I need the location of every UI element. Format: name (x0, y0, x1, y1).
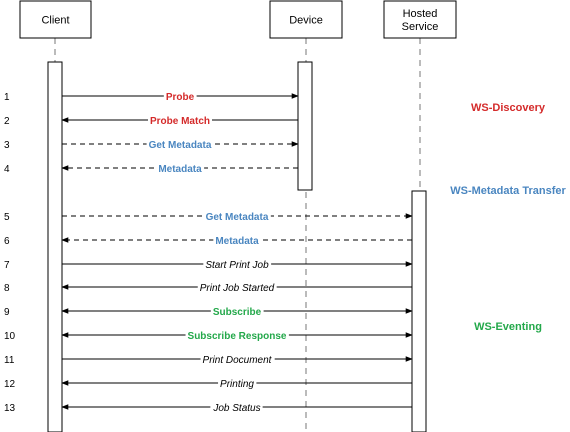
step-number: 3 (4, 140, 10, 151)
step-number: 2 (4, 116, 10, 127)
participant-box (19, 0, 92, 39)
message-label: Print Job Started (200, 283, 275, 294)
message-label: Start Print Job (205, 260, 269, 271)
message-9: Subscribe (61, 307, 413, 318)
message-label: Probe (166, 92, 195, 103)
message-label: Metadata (215, 236, 259, 247)
protocol-group-label: WS-Eventing (474, 321, 542, 333)
message-label: Subscribe (213, 307, 262, 318)
participant-label: Service (402, 21, 439, 33)
message-label: Print Document (203, 355, 273, 366)
message-2: Probe Match (61, 116, 298, 127)
message-10: Subscribe Response (61, 331, 413, 342)
message-label: Job Status (212, 403, 260, 414)
protocol-group-label: WS-Discovery (471, 102, 546, 114)
message-13: Job Status (61, 403, 412, 414)
step-number: 8 (4, 283, 10, 294)
step-number: 13 (4, 403, 16, 414)
step-number: 1 (4, 92, 10, 103)
message-8: Print Job Started (61, 283, 412, 294)
message-label: Subscribe Response (188, 331, 287, 342)
message-1: Probe (62, 92, 299, 103)
participant-device: Device (269, 0, 343, 39)
participant-label: Device (289, 15, 323, 27)
message-label: Probe Match (150, 116, 210, 127)
step-number: 4 (4, 164, 10, 175)
participant-label: Client (41, 15, 69, 27)
step-number: 11 (4, 355, 15, 366)
message-label: Printing (220, 379, 254, 390)
protocol-group-label: WS-Metadata Transfer (450, 185, 566, 197)
message-7: Start Print Job (62, 260, 413, 271)
message-11: Print Document (62, 355, 413, 366)
step-number: 10 (4, 331, 16, 342)
message-label: Get Metadata (206, 212, 269, 223)
message-3: Get Metadata (62, 140, 299, 151)
participant-box (383, 0, 457, 39)
step-number: 5 (4, 212, 10, 223)
message-6: Metadata (61, 236, 412, 247)
activation-bar-hosted-service (411, 190, 427, 432)
message-5: Get Metadata (62, 212, 413, 223)
step-number: 7 (4, 260, 10, 271)
participant-label: Hosted (403, 8, 438, 20)
message-4: Metadata (61, 164, 298, 175)
participant-client: Client (19, 0, 92, 39)
activation-bar-client (47, 61, 63, 432)
step-number: 6 (4, 236, 10, 247)
participant-box (269, 0, 343, 39)
step-number: 12 (4, 379, 16, 390)
message-label: Get Metadata (149, 140, 212, 151)
step-number: 9 (4, 307, 10, 318)
activation-bar-device (297, 61, 313, 191)
message-label: Metadata (158, 164, 202, 175)
message-12: Printing (61, 379, 412, 390)
